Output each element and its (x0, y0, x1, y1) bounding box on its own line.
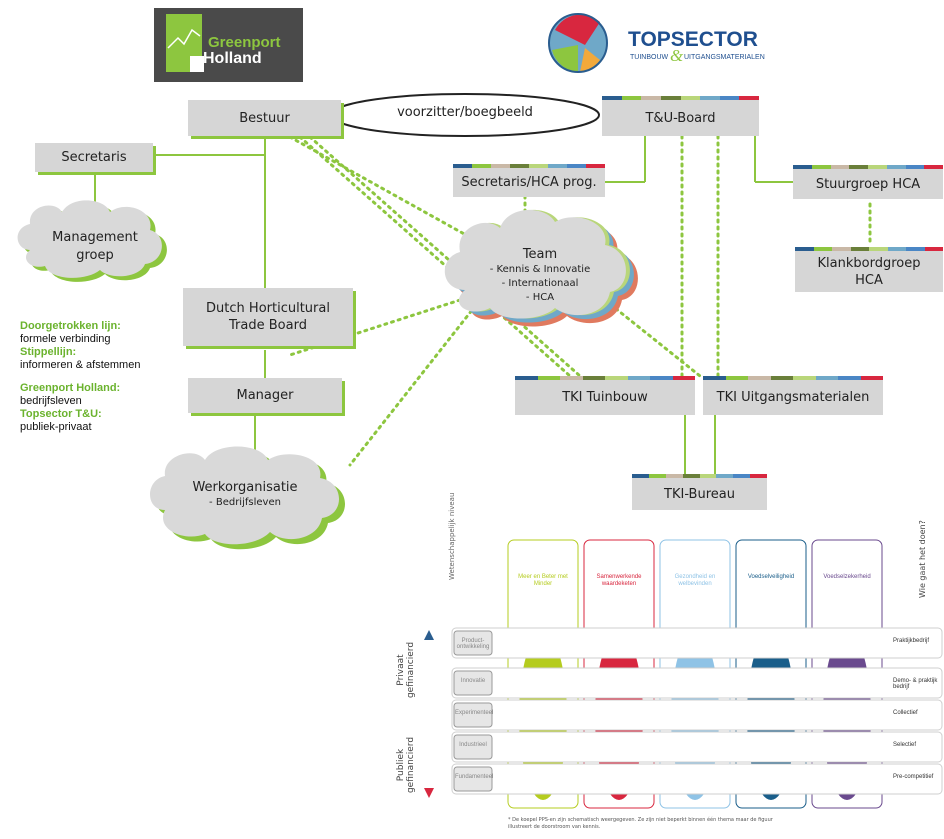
pps-side-top: Privaat gefinancierd (396, 641, 416, 699)
secretaris-hca-box: Secretaris/HCA prog. (453, 168, 605, 197)
team-cloud (444, 209, 638, 327)
pps-theme-label: Voedselveiligheid (747, 574, 795, 580)
klankbord-box: Klankbordgroep HCA (795, 251, 943, 292)
pps-level-label: Product-ontwikkeling (456, 638, 490, 650)
tu-board-box: T&U-Board (602, 100, 759, 136)
greenport-logo-top: Greenport (208, 34, 281, 51)
pps-right-label: Pre-competitief (893, 774, 934, 780)
pps-header-right: Wie gaat het doen? (918, 520, 927, 598)
pps-level-box (453, 702, 493, 728)
werk-line2: - Bedrijfsleven (209, 497, 281, 508)
werk-cloud (150, 446, 346, 550)
legend-ts-desc: publiek-privaat (20, 421, 92, 433)
pps-header-left: Wetenschappelijk niveau (448, 492, 456, 580)
pps-level-box (453, 734, 493, 760)
legend-gh-title: Greenport Holland: (20, 382, 121, 394)
stuurgroep-stripe (793, 165, 943, 169)
management-cloud (17, 200, 167, 282)
pps-right-label: Praktijkbedrijf (893, 638, 930, 644)
greenport-logo-bottom: Holland (203, 50, 262, 67)
topsector-amp: & (670, 46, 684, 65)
legend: Doorgetrokken lijn: formele verbinding S… (20, 320, 140, 434)
pps-row-band (451, 627, 943, 659)
topsector-globe-icon (548, 13, 608, 73)
pps-level-label: Experimenteel (455, 710, 494, 716)
team-item3: - HCA (525, 292, 555, 303)
pps-footnote-line2: illustreert de doorstroom van kennis. (508, 824, 601, 830)
voorzitter-label: voorzitter/boegbeeld (397, 105, 533, 120)
topsector-sub-right: UITGANGSMATERIALEN (684, 54, 765, 61)
klankbord-stripe (795, 247, 943, 251)
solid-lines (94, 136, 793, 478)
pps-row-band (451, 667, 943, 699)
secretaris-hca-stripe (453, 164, 605, 168)
pps-row-band (451, 731, 943, 763)
pps-theme-label: Samenwerkende waardeketen (596, 574, 642, 587)
legend-gh-desc: bedrijfsleven (20, 395, 82, 407)
pps-level-label: Innovatie (460, 678, 486, 684)
pps-right-label: Selectief (893, 742, 917, 748)
pps-level-box (453, 766, 493, 792)
tki-uitgang-stripe (703, 376, 883, 380)
pps-side-arrow (424, 630, 434, 798)
pps-rows (451, 627, 943, 795)
manager-box: Manager (188, 378, 342, 413)
werk-line1: Werkorganisatie (192, 480, 298, 495)
stuurgroep-box: Stuurgroep HCA (793, 169, 943, 199)
pps-level-box (453, 630, 493, 656)
pps-level-label: Industrieel (459, 742, 487, 748)
legend-dotted-desc: informeren & afstemmen (20, 359, 141, 371)
pps-level-box (453, 670, 493, 696)
pps-theme-label: Meer en Beter met Minder (518, 574, 568, 587)
legend-ts-title: Topsector T&U: (20, 408, 102, 420)
topsector-sub-left: TUINBOUW (630, 54, 669, 61)
team-title: Team (522, 247, 558, 262)
secretaris-box: Secretaris (35, 143, 153, 172)
dhtb-box: Dutch Horticultural Trade Board (183, 288, 353, 346)
tki-tuinbouw-stripe (515, 376, 695, 380)
bestuur-box: Bestuur (188, 100, 341, 136)
pps-side-bottom: Publiek gefinancierd (396, 736, 416, 794)
pps-level-label: Fundamenteel (455, 774, 494, 780)
tki-uitgang-box: TKI Uitgangsmaterialen (703, 380, 883, 415)
pps-footnote-line1: * De koepel PPS-en zijn schematisch weer… (508, 817, 773, 823)
klankbord-line2: HCA (855, 272, 883, 288)
tki-bureau-box: TKI-Bureau (632, 478, 767, 510)
tki-bureau-stripe (632, 474, 767, 478)
pps-theme-label: Voedselzekerheid (823, 574, 871, 580)
dhtb-line2: Trade Board (229, 318, 307, 333)
pps-right-label: Demo- & praktijk bedrijf (893, 678, 938, 690)
legend-solid-title: Doorgetrokken lijn: (20, 320, 121, 332)
greenport-logo (154, 8, 303, 82)
topsector-title: TOPSECTOR (628, 28, 758, 51)
klankbord-line1: Klankbordgroep (817, 255, 921, 271)
tu-board-stripe (602, 96, 759, 100)
pps-right-label: Collectief (893, 710, 918, 716)
management-line2: groep (76, 248, 114, 263)
pps-theme-label: Gezondheid en welbevinden (674, 574, 716, 587)
dhtb-line1: Dutch Horticultural (206, 301, 330, 316)
legend-dotted-title: Stippellijn: (20, 346, 77, 358)
team-item1: - Kennis & Innovatie (489, 264, 591, 275)
tki-tuinbouw-box: TKI Tuinbouw (515, 380, 695, 415)
legend-solid-desc: formele verbinding (20, 333, 111, 345)
management-line1: Management (52, 230, 138, 245)
team-item2: - Internationaal (501, 278, 579, 289)
pps-row-band (451, 763, 943, 795)
pps-row-band (451, 699, 943, 731)
